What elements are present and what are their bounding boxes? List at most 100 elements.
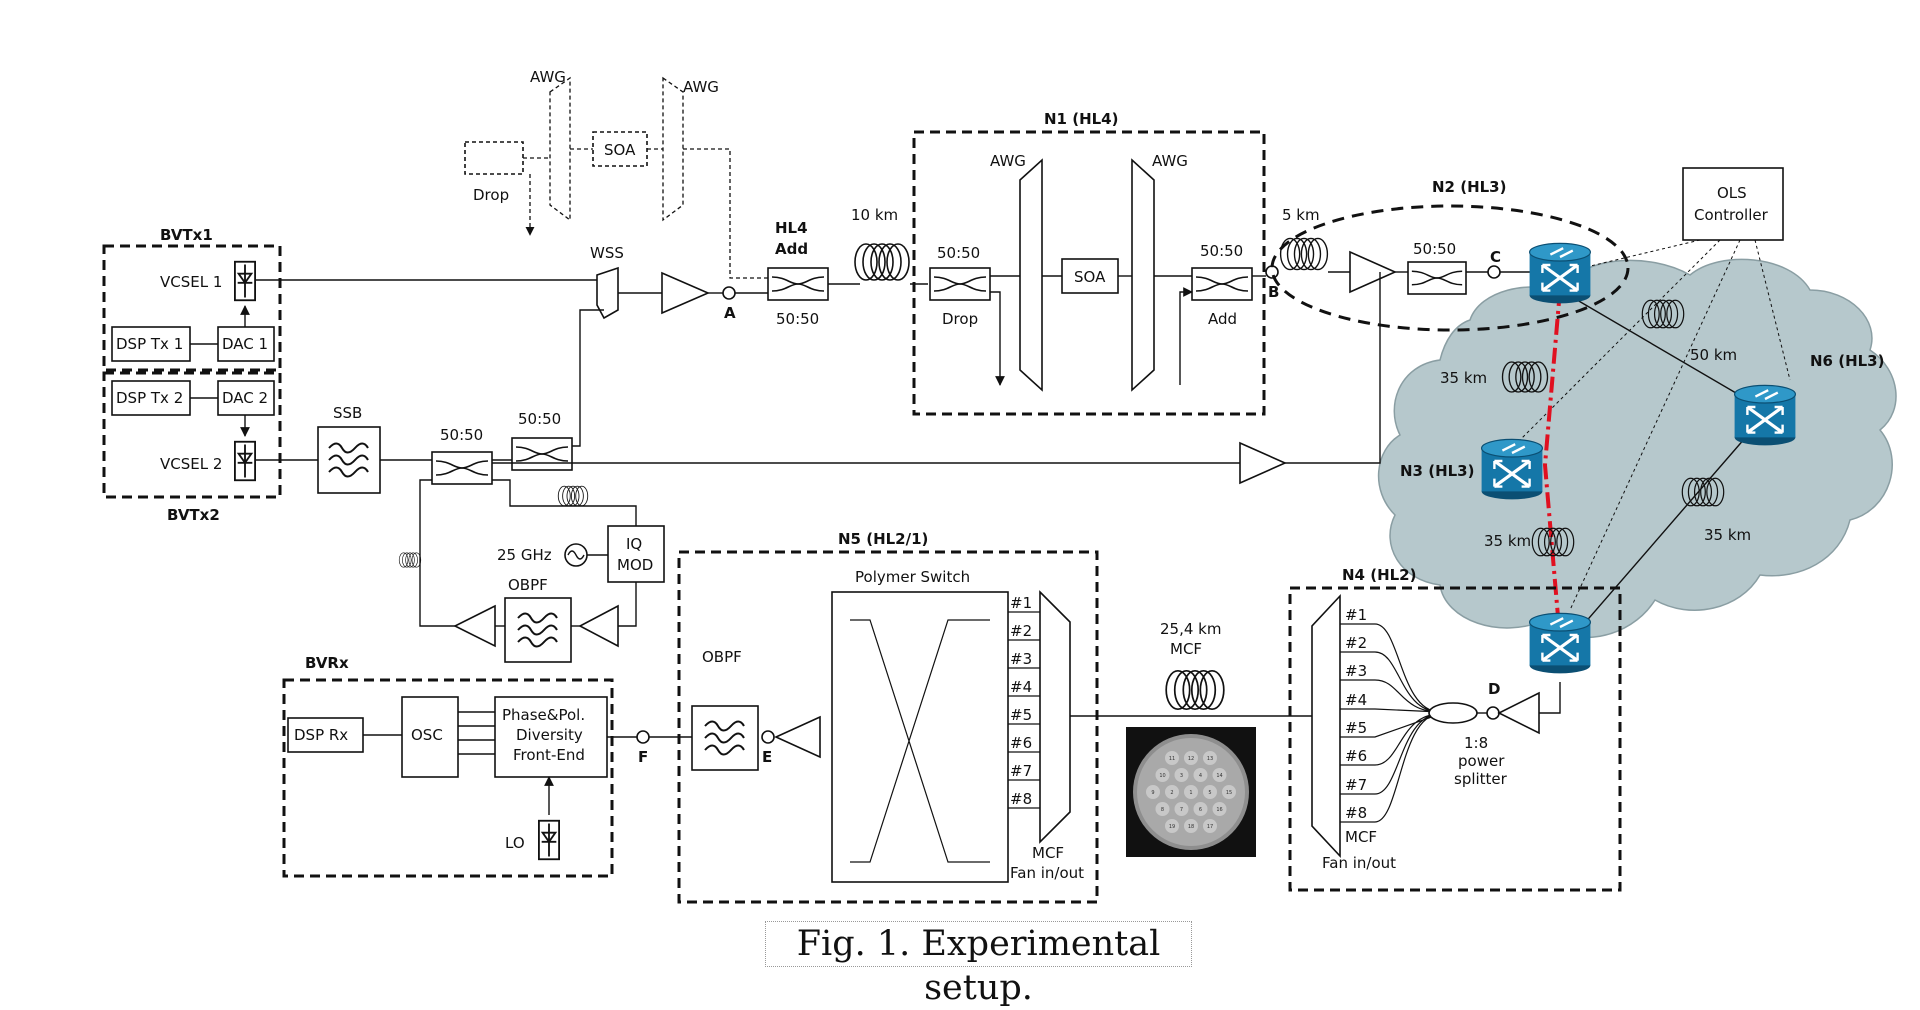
n2-boundary	[1270, 204, 1630, 332]
bvtx1-label: BVTx1	[160, 226, 213, 244]
point-a-label: A	[724, 304, 736, 322]
coupler-n2-ratio: 50:50	[1413, 240, 1456, 258]
mcf-fan-n4-label-2: Fan in/out	[1322, 854, 1396, 872]
ssb-filter-block	[317, 426, 381, 494]
n5-label: N5 (HL2/1)	[838, 530, 928, 548]
mcf-fan-n5-label-2: Fan in/out	[1010, 864, 1084, 882]
mcf-core-label: 15	[1226, 790, 1232, 796]
n5-port-8: #8	[1010, 790, 1032, 808]
splitter-label-2: power	[1458, 752, 1505, 770]
link-35km-label-3: 35 km	[1704, 526, 1751, 544]
bvtx2-box	[102, 371, 282, 499]
awg-n1-left-label: AWG	[990, 152, 1026, 170]
coupler-upper	[511, 437, 573, 471]
amplifier-icon	[1349, 250, 1397, 294]
figure-caption: Fig. 1. Experimental setup.	[765, 921, 1192, 1008]
mcf-length-label: 25,4 km	[1160, 620, 1221, 638]
n1-box	[912, 130, 1266, 416]
ols-controller-block	[1682, 167, 1784, 241]
splitter-icon	[1428, 702, 1478, 724]
dsp-rx-label: DSP Rx	[294, 726, 348, 744]
point-f	[636, 730, 650, 744]
soa-top-label: SOA	[604, 141, 636, 159]
mcf-core	[1165, 751, 1179, 765]
awg-icon	[1131, 158, 1155, 392]
awg-icon	[662, 76, 684, 222]
n5-port-3: #3	[1010, 650, 1032, 668]
awg-n1-right-label: AWG	[1152, 152, 1188, 170]
n4-port-5: #5	[1345, 719, 1367, 737]
n1-label: N1 (HL4)	[1044, 110, 1118, 128]
awg-icon	[549, 76, 571, 222]
coupler-ssb-ratio: 50:50	[440, 426, 483, 444]
network-cloud	[1377, 258, 1897, 639]
mcf-core	[1165, 785, 1179, 799]
mcf-core-label: 12	[1188, 756, 1194, 762]
splitter-label: 1:8	[1464, 734, 1488, 752]
mcf-core-label: 13	[1207, 756, 1213, 762]
mcf-core	[1146, 785, 1160, 799]
n5-ports: #1 #2 #3 #4 #5 #6 #7 #8	[1008, 594, 1040, 809]
fiber-spool-icon	[1165, 669, 1225, 711]
spool-5km-label: 5 km	[1282, 206, 1320, 224]
coupler-upper-ratio: 50:50	[518, 410, 561, 428]
point-e	[761, 730, 775, 744]
mcf-core	[1193, 768, 1208, 782]
dsp-tx1-label: DSP Tx 1	[116, 335, 183, 353]
mcf-core-label: 8	[1161, 807, 1164, 813]
mcf-core	[1165, 819, 1179, 833]
mcf-core-label: 10	[1159, 773, 1165, 779]
mcf-core	[1184, 785, 1198, 799]
amplifier-icon	[1497, 691, 1540, 735]
osc-block	[401, 696, 459, 778]
ghz-label: 25 GHz	[497, 546, 552, 564]
point-d	[1486, 706, 1500, 720]
n5-port-1: #1	[1010, 594, 1032, 612]
hl4-add-label: HL4	[775, 219, 808, 237]
mcf-core-label: 17	[1207, 824, 1213, 830]
awg-top-left-label: AWG	[530, 68, 566, 86]
bvrx-label: BVRx	[305, 654, 349, 672]
n6-label: N6 (HL3)	[1810, 352, 1884, 370]
experimental-setup-diagram: BVTx1 VCSEL 1 DSP Tx 1 DAC 1 BVTx2 DSP T…	[102, 68, 1897, 904]
mcf-core-label: 9	[1151, 790, 1154, 796]
obpf-loop-label: OBPF	[508, 576, 548, 594]
mcf-core	[1203, 785, 1217, 799]
ols-label: OLS	[1717, 184, 1747, 202]
iq-mod-block	[607, 525, 665, 583]
amplifier-icon	[578, 604, 619, 648]
mcf-fan-n4-label: MCF	[1345, 828, 1377, 846]
link-35km-label-1: 35 km	[1440, 369, 1487, 387]
point-c	[1487, 265, 1501, 279]
mcf-core-label: 4	[1199, 773, 1202, 779]
point-e-label: E	[762, 748, 772, 766]
n5-port-5: #5	[1010, 706, 1032, 724]
soa-n1-label: SOA	[1074, 268, 1106, 286]
iq-label: IQ	[626, 535, 642, 553]
wss-block	[596, 266, 619, 320]
point-c-label: C	[1490, 248, 1501, 266]
mcf-core-label: 18	[1188, 824, 1194, 830]
n4-port-1: #1	[1345, 606, 1367, 624]
n4-port-3: #3	[1345, 662, 1367, 680]
fiber-spool-icon	[398, 551, 422, 569]
n4-port-4: #4	[1345, 691, 1367, 709]
drop-n1-label: Drop	[942, 310, 978, 328]
awg-icon	[1019, 158, 1043, 392]
n2-label: N2 (HL3)	[1432, 178, 1506, 196]
dsp-tx2-label: DSP Tx 2	[116, 389, 183, 407]
point-d-label: D	[1488, 680, 1500, 698]
mcf-core-label: 1	[1189, 790, 1192, 796]
mcf-core	[1212, 768, 1227, 782]
mcf-core-label: 7	[1180, 807, 1183, 813]
mcf-core	[1222, 785, 1236, 799]
polymer-switch-label: Polymer Switch	[855, 568, 970, 586]
mcf-length-label-2: MCF	[1170, 640, 1202, 658]
mcf-core-label: 16	[1216, 807, 1222, 813]
mcf-core-label: 14	[1216, 773, 1222, 779]
ols-label-2: Controller	[1694, 206, 1769, 224]
dac1-label: DAC 1	[222, 335, 268, 353]
amplifier-icon	[453, 604, 496, 648]
obpf-n5-label: OBPF	[702, 648, 742, 666]
